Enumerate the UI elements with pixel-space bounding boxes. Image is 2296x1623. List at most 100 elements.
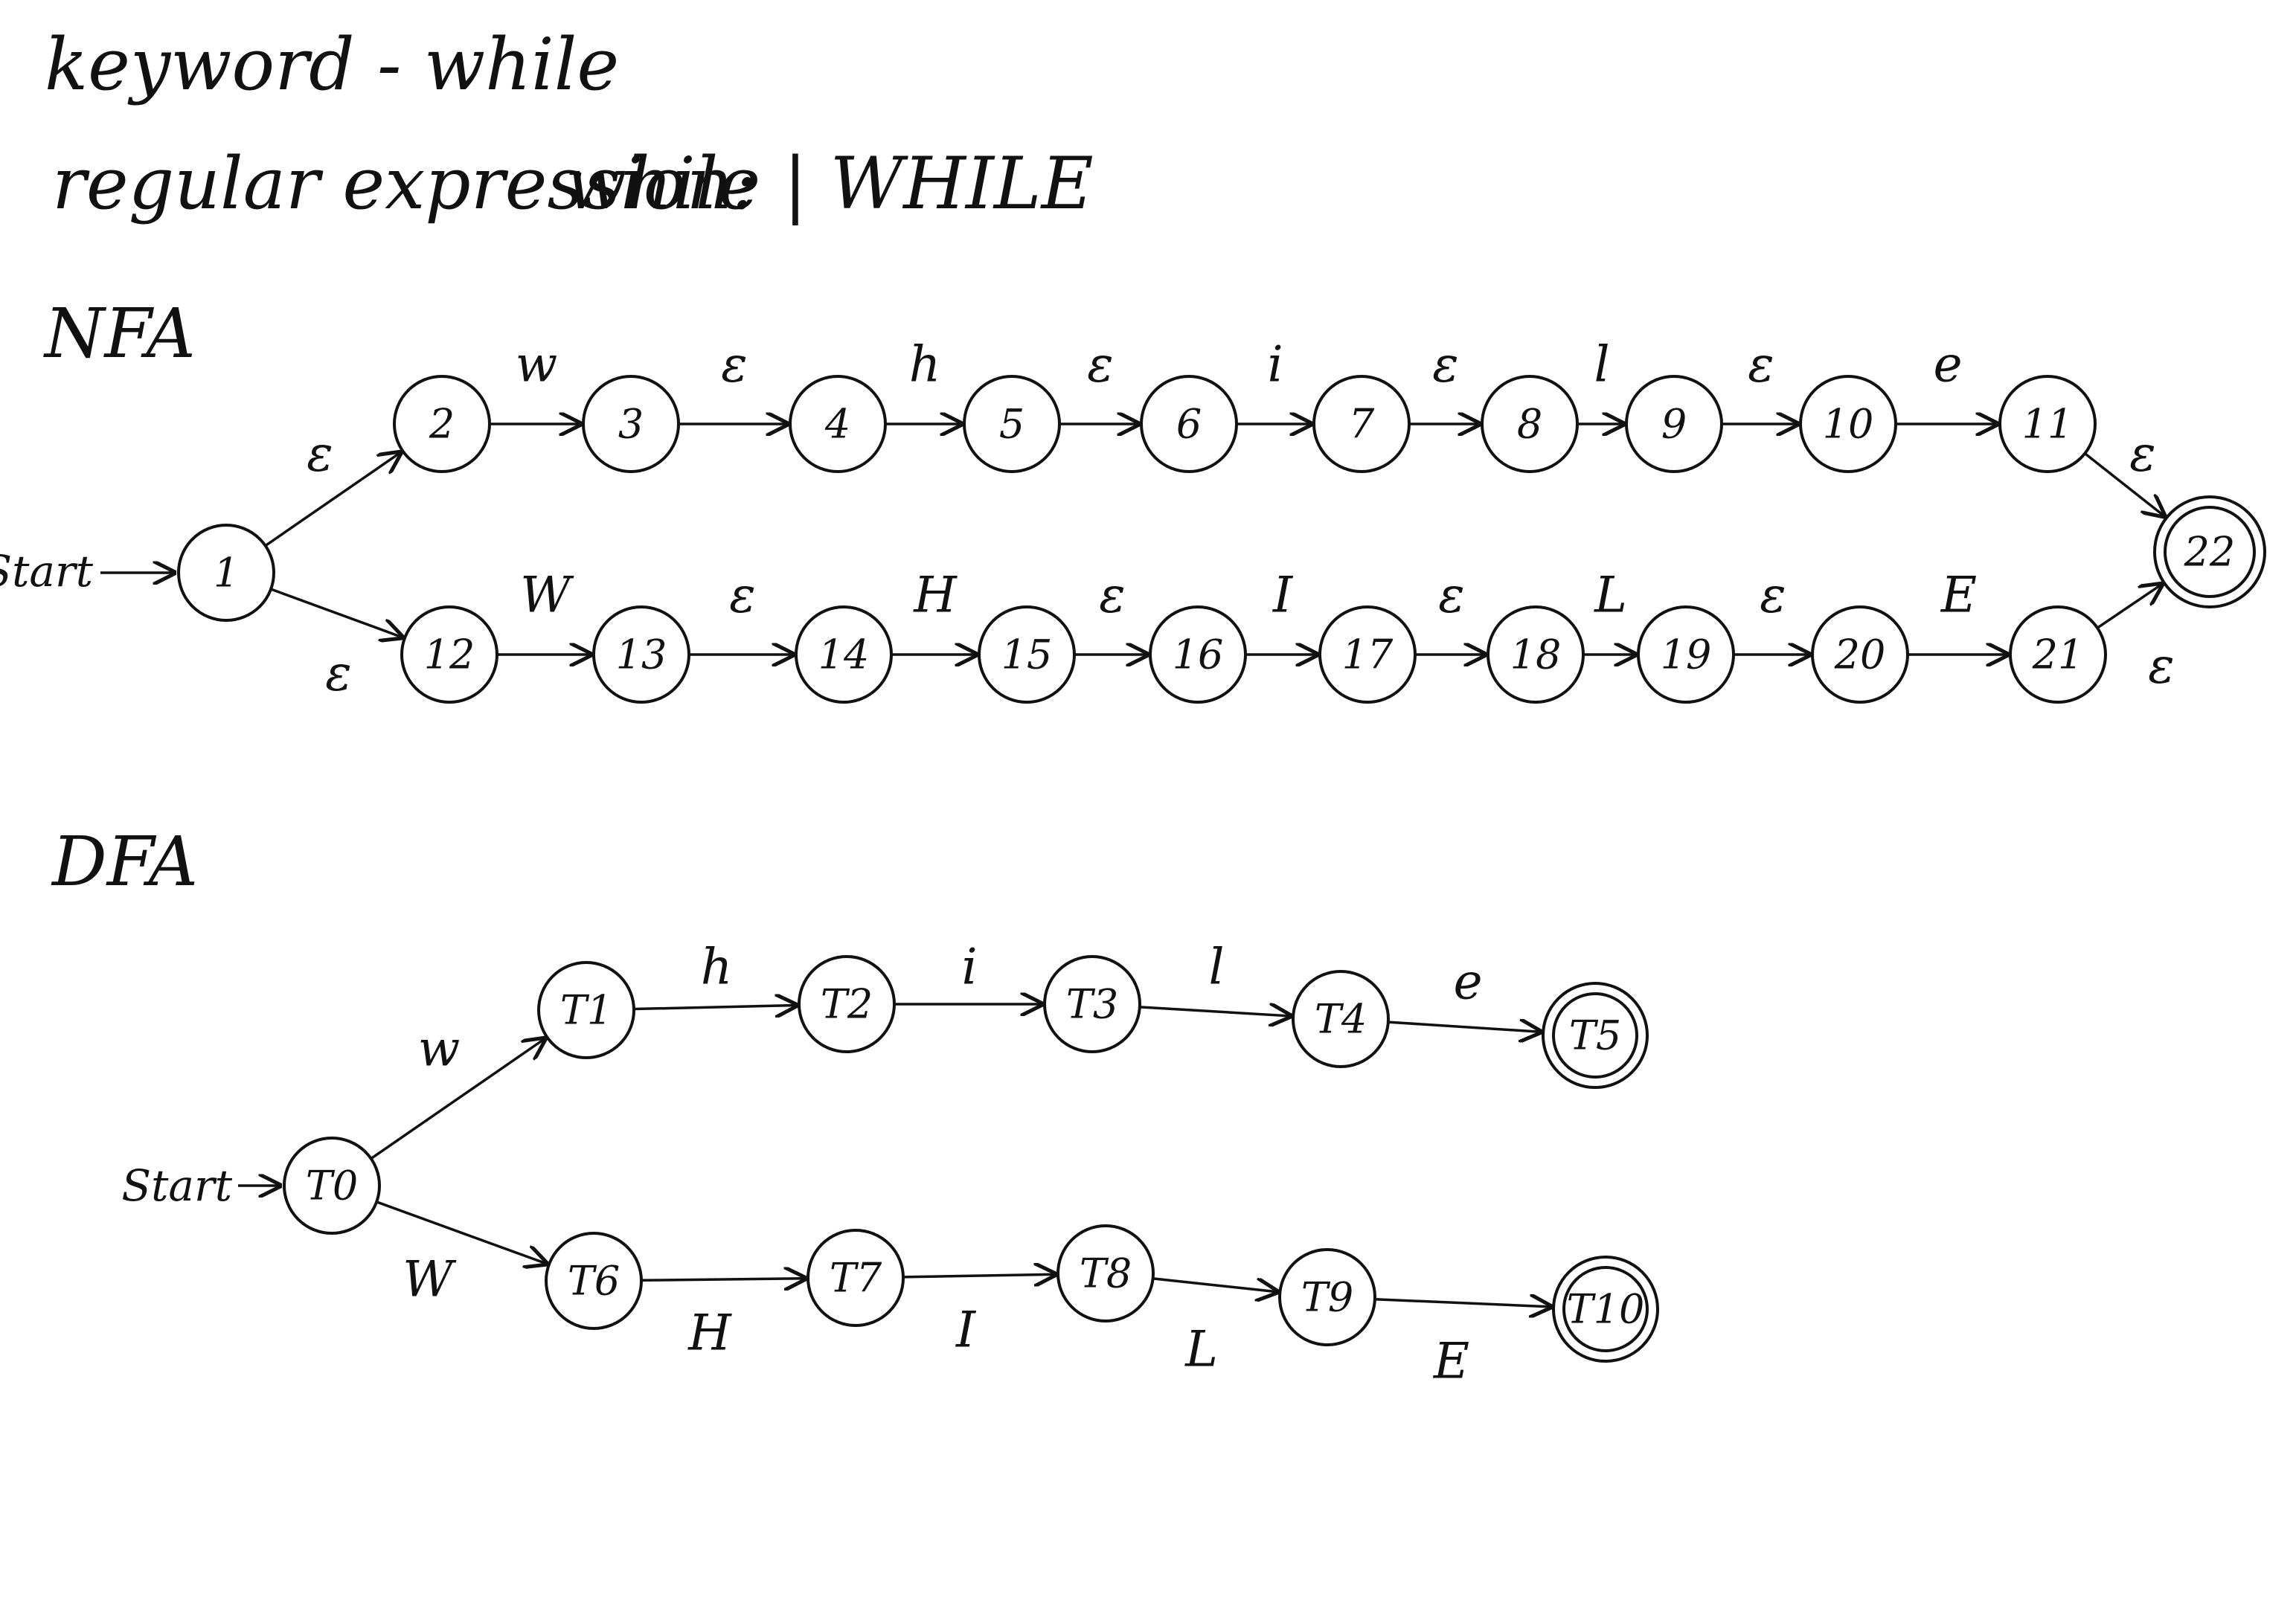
- dfa-edge-label-lower-0: H: [687, 1305, 732, 1362]
- nfa-state-upper-9: 11: [1998, 375, 2097, 473]
- nfa-state-upper-4-label: 6: [1176, 401, 1202, 448]
- nfa-edge-label-upper-accept: ε: [2129, 425, 2155, 483]
- nfa-edge-label-upper-5: ε: [1432, 336, 1458, 393]
- nfa-state-upper-9-circle: [1998, 375, 2097, 473]
- nfa-state-upper-7-label: 9: [1661, 401, 1687, 448]
- nfa-edge-label-upper-1: ε: [721, 336, 747, 393]
- nfa-state-lower-5-circle: [1318, 605, 1417, 704]
- nfa-edge-label-upper-4: i: [1267, 336, 1283, 393]
- dfa-state-lower-2-label: T8: [1080, 1250, 1132, 1297]
- dfa-edge-start-lower: [376, 1201, 546, 1264]
- nfa-state-start-circle: [177, 524, 275, 622]
- nfa-state-lower-0-label: 12: [424, 631, 475, 678]
- nfa-edge-label-start-upper: ε: [307, 425, 333, 483]
- nfa-edge-label-lower-1: ε: [729, 567, 755, 624]
- dfa-state-lower-1: T7: [807, 1229, 905, 1327]
- nfa-edge-start-upper: [264, 453, 400, 547]
- nfa-state-lower-1-circle: [592, 605, 690, 704]
- dfa-state-upper-1-circle: [798, 955, 896, 1053]
- dfa-edge-label-upper-3: e: [1453, 954, 1482, 1011]
- nfa-state-lower-0-circle: [400, 605, 498, 704]
- nfa-state-upper-2-circle: [789, 375, 887, 473]
- nfa-edge-label-lower-0: W: [520, 567, 574, 624]
- nfa-state-upper-1-circle: [582, 375, 680, 473]
- dfa-state-start-circle: [283, 1137, 381, 1235]
- dfa-edge-lower-0: [641, 1279, 805, 1281]
- dfa-edge-lower-1: [902, 1274, 1055, 1277]
- dfa-state-lower-3: T9: [1278, 1248, 1376, 1346]
- nfa-edge-label-lower-2: H: [913, 567, 958, 624]
- dfa-state-lower-3-circle: [1278, 1248, 1376, 1346]
- nfa-state-lower-3-circle: [978, 605, 1076, 704]
- dfa-state-upper-2: T3: [1043, 955, 1141, 1053]
- dfa-edge-label-start-upper: w: [418, 1021, 461, 1078]
- regex-value: while | WHILE: [565, 142, 1094, 225]
- nfa-state-lower-3: 15: [978, 605, 1076, 704]
- dfa-edge-label-lower-3: E: [1433, 1333, 1469, 1390]
- nfa-state-lower-2-label: 14: [818, 631, 870, 678]
- dfa-state-upper-4-label: T5: [1569, 1012, 1621, 1059]
- nfa-state-upper-3-circle: [963, 375, 1061, 473]
- dfa-state-upper-4: T5: [1542, 982, 1649, 1089]
- nfa-edge-label-upper-6: l: [1594, 336, 1609, 393]
- nfa-edge-start-lower: [270, 588, 402, 637]
- nfa-state-upper-6-circle: [1481, 375, 1579, 473]
- nfa-state-start: 1: [177, 524, 275, 622]
- nfa-state-lower-6-label: 18: [1510, 631, 1562, 678]
- dfa-state-lower-4-label: T10: [1567, 1286, 1645, 1333]
- nfa-state-lower-4: 16: [1149, 605, 1247, 704]
- dfa-state-upper-0: T1: [537, 961, 635, 1059]
- nfa-edge-label-upper-2: h: [909, 336, 941, 393]
- nfa-edge-label-upper-8: e: [1933, 336, 1962, 393]
- nfa-edge-label-lower-5: ε: [1438, 567, 1464, 624]
- dfa-state-lower-3-label: T9: [1301, 1274, 1353, 1321]
- dfa-edge-label-upper-2: l: [1208, 939, 1224, 996]
- nfa-state-upper-3-label: 5: [999, 401, 1024, 448]
- nfa-state-upper-5-label: 7: [1349, 401, 1375, 448]
- nfa-edge-lower-accept: [2097, 585, 2161, 629]
- nfa-state-upper-0: 2: [393, 375, 491, 473]
- dfa-state-lower-0-label: T6: [568, 1258, 620, 1305]
- nfa-state-upper-6: 8: [1481, 375, 1579, 473]
- nfa-state-lower-5: 17: [1318, 605, 1417, 704]
- dfa-state-upper-4-accept-ring: [1552, 992, 1638, 1079]
- dfa-state-start-label: T0: [306, 1163, 358, 1209]
- nfa-state-upper-2: 4: [789, 375, 887, 473]
- dfa-edge-lower-3: [1374, 1299, 1551, 1307]
- nfa-state-upper-3: 5: [963, 375, 1061, 473]
- nfa-state-accept-accept-ring: [2164, 506, 2256, 598]
- nfa-state-upper-8: 10: [1799, 375, 1897, 473]
- nfa-state-upper-6-label: 8: [1517, 401, 1542, 448]
- nfa-state-upper-7-circle: [1625, 375, 1723, 473]
- dfa-state-upper-3-label: T4: [1315, 996, 1367, 1043]
- dfa-state-upper-2-label: T3: [1066, 981, 1118, 1028]
- nfa-edge-label-lower-7: ε: [1760, 567, 1786, 624]
- dfa-state-lower-4-accept-ring: [1562, 1266, 1649, 1352]
- nfa-edge-label-lower-3: ε: [1099, 567, 1125, 624]
- dfa-state-lower-0-circle: [545, 1232, 643, 1330]
- nfa-state-lower-2: 14: [795, 605, 893, 704]
- nfa-state-start-label: 1: [214, 550, 239, 597]
- dfa-state-upper-3: T4: [1292, 970, 1390, 1068]
- nfa-state-lower-9-label: 21: [2032, 631, 2084, 678]
- nfa-state-lower-6-circle: [1487, 605, 1585, 704]
- dfa-heading: DFA: [51, 822, 198, 902]
- nfa-state-lower-4-label: 16: [1173, 631, 1224, 678]
- nfa-state-lower-0: 12: [400, 605, 498, 704]
- dfa-state-lower-0: T6: [545, 1232, 643, 1330]
- nfa-start-label: Start: [0, 546, 94, 597]
- nfa-state-lower-6: 18: [1487, 605, 1585, 704]
- nfa-state-upper-0-label: 2: [429, 401, 455, 448]
- nfa-state-lower-8-circle: [1811, 605, 1909, 704]
- regex-prefix: regular expression:: [52, 142, 757, 225]
- dfa-edge-label-lower-1: I: [955, 1302, 977, 1359]
- dfa-state-lower-1-label: T7: [830, 1255, 882, 1302]
- nfa-state-upper-8-circle: [1799, 375, 1897, 473]
- nfa-state-lower-5-label: 17: [1342, 631, 1394, 678]
- dfa-state-upper-3-circle: [1292, 970, 1390, 1068]
- dfa-edge-lower-2: [1152, 1277, 1277, 1292]
- nfa-state-lower-7-label: 19: [1661, 631, 1712, 678]
- nfa-state-lower-1-label: 13: [616, 631, 667, 678]
- nfa-heading: NFA: [43, 294, 196, 373]
